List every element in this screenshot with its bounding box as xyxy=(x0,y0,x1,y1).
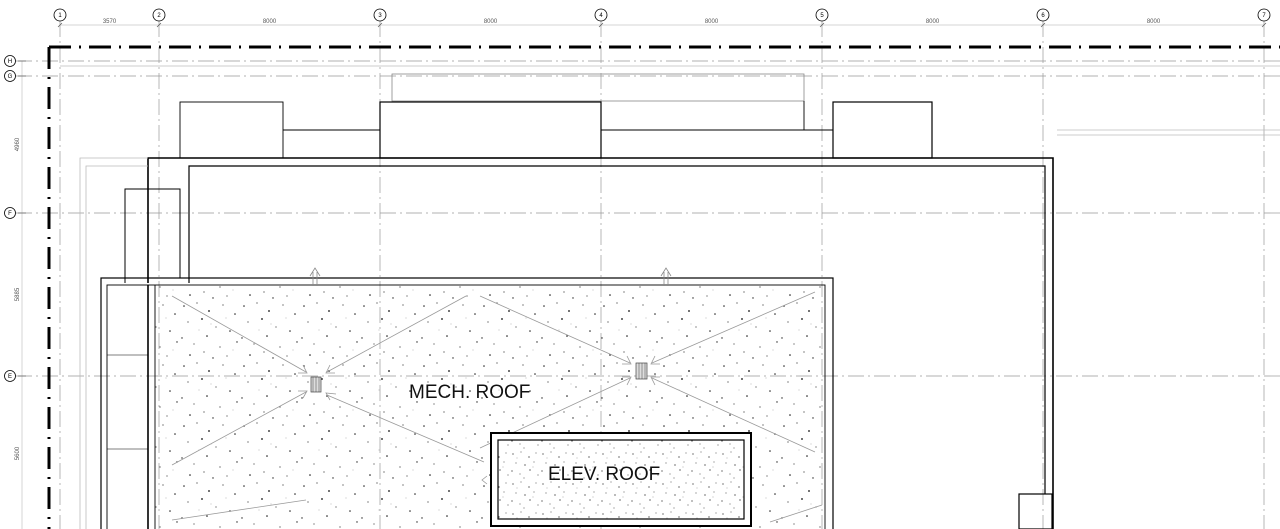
grid-bubble-col-1 xyxy=(53,8,67,22)
grid-bubble-col-3 xyxy=(373,8,387,22)
col-dimension-1: 3570 xyxy=(103,19,117,25)
col-dimension-3: 8000 xyxy=(484,19,498,25)
grid-bubble-row-F xyxy=(4,207,16,219)
row-dimension-1: 4960 xyxy=(15,137,21,151)
col-tick-3 xyxy=(377,22,383,28)
mech-roof-label: MECH. ROOF xyxy=(409,382,530,403)
grid-bubble-row-H xyxy=(4,55,16,67)
grid-bubble-col-5 xyxy=(815,8,829,22)
col-dimension-2: 8000 xyxy=(263,19,277,25)
scupper-arrows xyxy=(309,267,672,286)
grid-label-row-F: F xyxy=(8,211,12,217)
grid-label-row-E: E xyxy=(8,374,12,380)
grid-bubble-row-E xyxy=(4,370,16,382)
grid-label-col-5: 5 xyxy=(820,13,824,19)
col-dimension-4: 8000 xyxy=(705,19,719,25)
grid-bubble-col-7 xyxy=(1257,8,1271,22)
roof-drain-right xyxy=(635,362,648,380)
building-outline xyxy=(79,73,1054,529)
row-dimension-3: 5600 xyxy=(15,446,21,460)
grid-label-col-1: 1 xyxy=(58,13,62,19)
grid-bubble-col-2 xyxy=(152,8,166,22)
grid-label-col-6: 6 xyxy=(1041,13,1045,19)
col-tick-2 xyxy=(156,22,162,28)
col-tick-6 xyxy=(1040,22,1046,28)
grid-label-row-H: H xyxy=(8,59,12,65)
col-dimension-6: 8000 xyxy=(1147,19,1161,25)
col-tick-1 xyxy=(57,22,63,28)
roof-drains xyxy=(310,362,648,393)
grid-label-row-G: G xyxy=(8,74,13,80)
elev-roof-area xyxy=(490,432,752,527)
grid-dimensions: 3570 8000 8000 8000 8000 8000 4960 5885 5600 xyxy=(15,19,1267,529)
grid-bubble-row-G xyxy=(4,70,16,82)
grid-label-col-7: 7 xyxy=(1262,13,1266,19)
top-setback-lines xyxy=(60,65,1280,136)
slope-arrows xyxy=(171,291,823,523)
grid-bubble-col-4 xyxy=(594,8,608,22)
col-tick-7 xyxy=(1261,22,1267,28)
col-dimension-5: 8000 xyxy=(926,19,940,25)
grid-label-col-4: 4 xyxy=(599,13,603,19)
property-line xyxy=(47,45,1280,529)
grid-label-col-3: 3 xyxy=(378,13,382,19)
row-dimension-2: 5885 xyxy=(15,287,21,301)
grid-label-col-2: 2 xyxy=(157,13,161,19)
grid-bubbles: 1 2 3 4 5 6 7H G F E xyxy=(4,8,1271,382)
col-tick-5 xyxy=(819,22,825,28)
elev-roof-label: ELEV. ROOF xyxy=(548,464,660,485)
grid-bubble-col-6 xyxy=(1036,8,1050,22)
col-tick-4 xyxy=(598,22,604,28)
